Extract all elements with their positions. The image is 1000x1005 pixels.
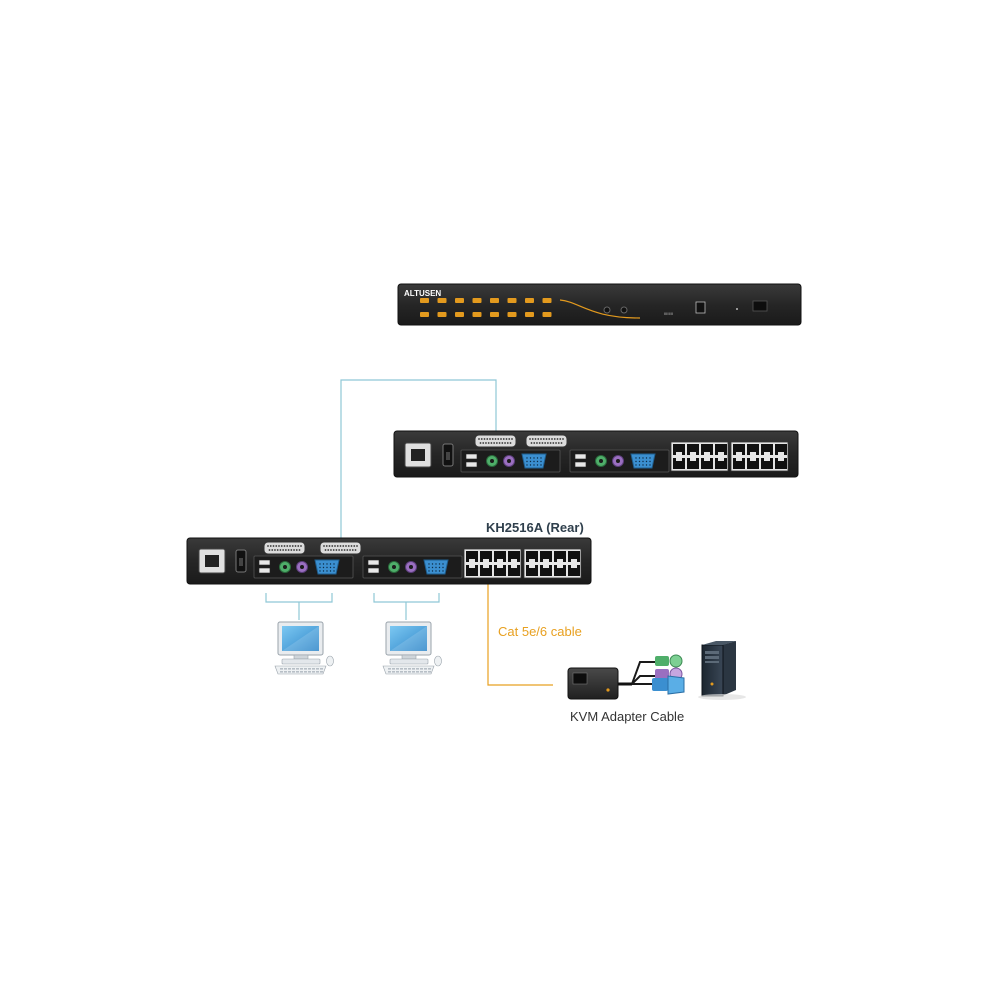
rj45-kvm-port	[715, 444, 727, 455]
rj45-kvm-port	[508, 565, 520, 576]
port-select-button	[525, 312, 534, 317]
rj45-kvm-port	[466, 565, 478, 576]
rj45-kvm-port	[701, 458, 713, 469]
mouse	[434, 655, 442, 667]
port-select-button	[437, 312, 447, 317]
rj45-kvm-port	[673, 458, 685, 469]
usb-port	[465, 453, 478, 460]
rj45-kvm-port	[480, 565, 492, 576]
console-port-block-1	[460, 449, 561, 473]
port-select-button	[420, 312, 429, 317]
rj45-kvm-port	[568, 565, 580, 576]
port-select-button	[490, 298, 499, 303]
usb-port	[465, 461, 478, 468]
port-select-button	[507, 312, 517, 317]
rj45-kvm-port	[733, 444, 745, 455]
usb-port	[367, 567, 380, 574]
usb-port	[574, 461, 587, 468]
front-reset-hole	[736, 308, 738, 310]
port-select-button	[542, 312, 552, 317]
port-select-button	[420, 298, 429, 303]
rear-unit-cascaded	[393, 430, 799, 478]
port-select-button	[472, 312, 482, 317]
rj45-kvm-port	[480, 551, 492, 562]
rear-unit-label: KH2516A (Rear)	[486, 520, 584, 535]
port-selection-buttons	[420, 298, 552, 317]
rj45-kvm-port	[554, 551, 566, 562]
server-tower	[698, 641, 746, 700]
rj45-kvm-port	[701, 444, 713, 455]
port-select-button	[542, 298, 552, 303]
usb-port	[574, 453, 587, 460]
accent-swoosh	[559, 299, 641, 319]
keyboard	[382, 665, 435, 675]
rj45-kvm-port	[733, 458, 745, 469]
front-usb-port	[695, 301, 706, 314]
rj45-kvm-port	[747, 444, 759, 455]
console-link-right	[373, 593, 440, 620]
port-select-button	[455, 312, 464, 317]
cat5-cable-line	[487, 582, 553, 686]
console-workstation-left	[274, 621, 334, 675]
port-select-button	[490, 312, 499, 317]
rj45-kvm-port	[715, 458, 727, 469]
console-port-block-1	[253, 555, 354, 579]
brand-logo-text: ALTUSEN	[404, 289, 441, 298]
usb-port	[258, 567, 271, 574]
port-select-button	[525, 298, 534, 303]
rj45-kvm-port	[775, 458, 787, 469]
db25-connector-daisy-in	[319, 541, 362, 555]
rj45-kvm-port	[747, 458, 759, 469]
console-port-block-2	[362, 555, 463, 579]
rj45-kvm-port	[775, 444, 787, 455]
rj45-kvm-port	[526, 565, 538, 576]
daisy-chain-cable-line	[340, 379, 497, 548]
kvm-adapter-cable	[567, 654, 685, 700]
mouse	[326, 655, 334, 667]
adapter-cable-label: KVM Adapter Cable	[570, 709, 685, 724]
front-led-right	[620, 306, 628, 314]
rj45-kvm-port	[526, 551, 538, 562]
port-select-button	[437, 298, 447, 303]
port-select-button	[507, 298, 517, 303]
rj45-kvm-port	[494, 565, 506, 576]
monitor-screen	[282, 626, 319, 651]
front-port-tag: IIIIIIII	[664, 311, 673, 316]
monitor-screen	[390, 626, 427, 651]
rj45-kvm-port	[673, 444, 685, 455]
port-select-button	[455, 298, 464, 303]
vga-plug-blue	[652, 675, 685, 695]
rj45-kvm-port	[687, 458, 699, 469]
front-led-left	[603, 306, 611, 314]
rj45-kvm-port	[761, 458, 773, 469]
front-panel-unit: ALTUSEN IIIIIIII	[397, 283, 802, 326]
db25-connector-daisy-out	[474, 434, 517, 448]
rj45-kvm-port	[568, 551, 580, 562]
rj45-kvm-port	[554, 565, 566, 576]
rj45-kvm-port	[761, 444, 773, 455]
console-link-left	[265, 593, 333, 620]
port-select-button	[472, 298, 482, 303]
console-port-block-2	[569, 449, 670, 473]
rj45-kvm-port	[494, 551, 506, 562]
keyboard	[274, 665, 327, 675]
db25-connector-daisy-in	[525, 434, 568, 448]
db25-connector-daisy-out	[263, 541, 306, 555]
console-workstation-right	[382, 621, 442, 675]
usb-port	[367, 559, 380, 566]
usb-port	[258, 559, 271, 566]
kvm-port-bank	[463, 548, 582, 579]
rj45-kvm-port	[540, 565, 552, 576]
cat5-cable-label: Cat 5e/6 cable	[498, 624, 582, 639]
ps2-plug-green	[655, 654, 683, 668]
kvm-port-bank	[670, 441, 789, 472]
rj45-kvm-port	[466, 551, 478, 562]
rear-unit-main	[186, 537, 592, 585]
rj45-kvm-port	[540, 551, 552, 562]
rj45-kvm-port	[687, 444, 699, 455]
front-power-button	[752, 300, 768, 312]
rj45-kvm-port	[508, 551, 520, 562]
